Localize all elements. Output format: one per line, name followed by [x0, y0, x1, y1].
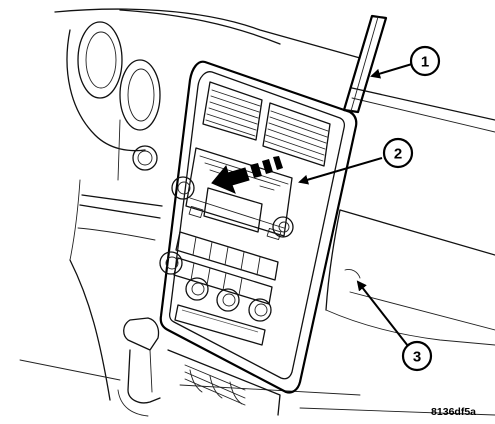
callout-1-leader [370, 63, 413, 79]
lower-slot [174, 304, 266, 346]
removal-direction-arrow [211, 156, 283, 194]
climate-knob-2 [216, 288, 240, 312]
climate-knob-left [159, 251, 183, 275]
callout-3-label: 3 [413, 349, 421, 366]
air-vent-right [262, 102, 331, 167]
air-vent-left [202, 81, 263, 141]
callout-2-label: 2 [394, 146, 402, 163]
radio-knob-right [272, 216, 294, 238]
center-bezel [159, 60, 358, 394]
trim-stick-tool [342, 14, 388, 114]
callout-3: 3 [401, 340, 433, 372]
callout-2-leader [298, 157, 383, 185]
climate-knob-3 [248, 298, 272, 322]
figure-id: 8136df5a [431, 406, 476, 418]
callout-2: 2 [382, 137, 414, 169]
radio-knob-left [171, 176, 195, 200]
gear-shifter [117, 317, 161, 417]
lower-console [167, 349, 281, 416]
glove-box-panel [325, 209, 495, 346]
callout-1-label: 1 [421, 54, 429, 71]
callout-1: 1 [409, 45, 441, 77]
callout-3-leader [356, 280, 409, 347]
climate-knob-1 [185, 277, 209, 301]
dashboard-outline [19, 8, 495, 416]
instrument-cluster [66, 21, 161, 181]
control-button-rows [173, 231, 279, 305]
radio-unit [185, 147, 293, 241]
